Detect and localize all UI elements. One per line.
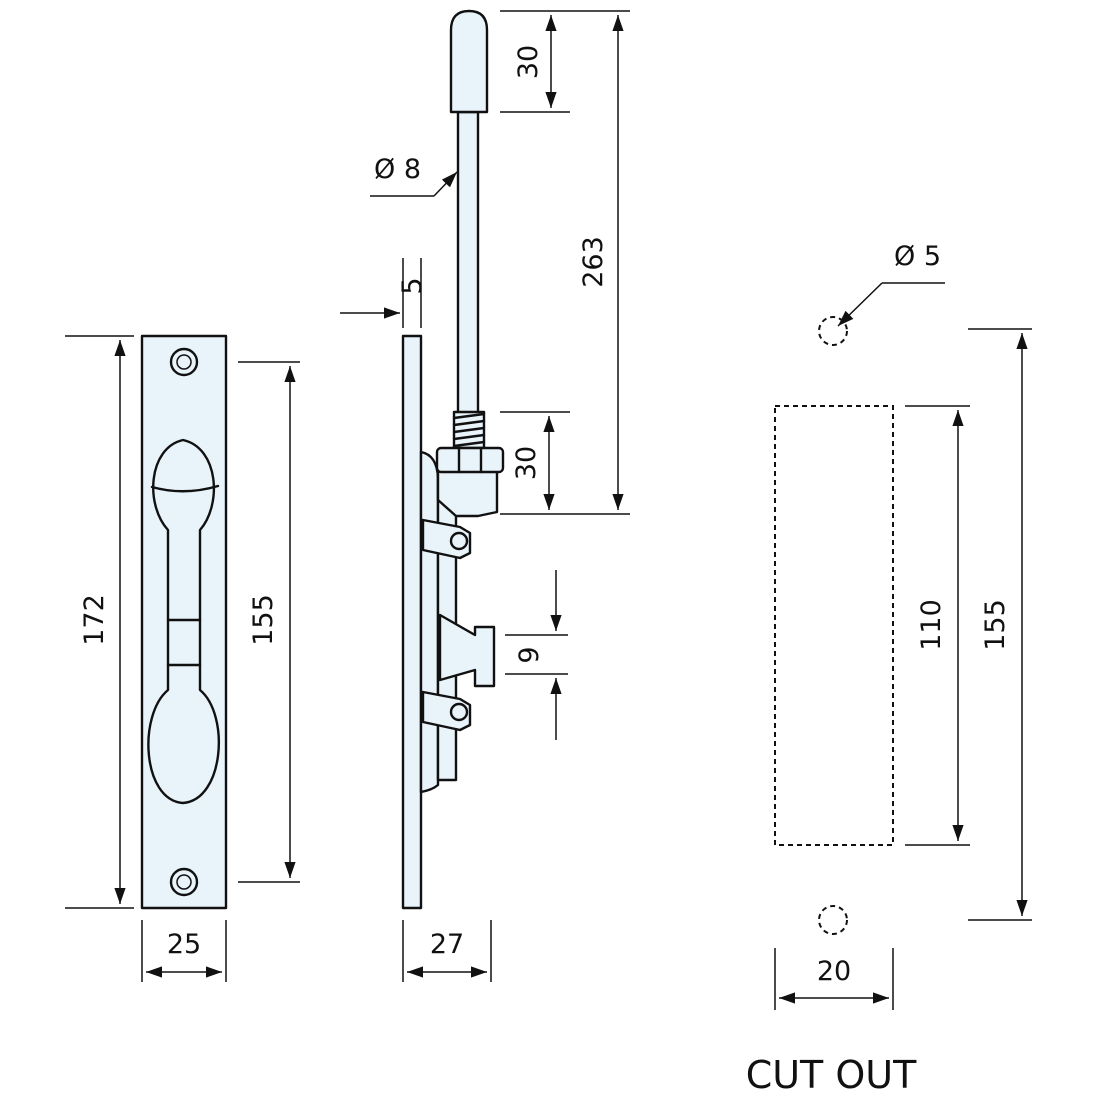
top-screw-icon [169,347,199,377]
hex-nut [435,446,505,474]
dim-front-hole-spacing: 155 [248,594,279,646]
dim-spring-length: 30 [511,446,542,480]
dim-plate-thickness: 5 [397,277,428,294]
cutout-title: CUT OUT [746,1053,917,1097]
latch-bolt [438,613,496,688]
cutout-rect [774,405,894,846]
dim-cutout-height: 110 [916,599,947,651]
dim-knob-length: 30 [513,45,544,79]
front-handle [147,438,220,805]
dim-cutout-width: 20 [817,956,851,987]
rod [456,110,480,416]
dim-side-width: 27 [430,929,464,960]
rod-knob [449,9,489,114]
bottom-screw-icon [169,867,199,897]
dim-rod-total: 263 [578,236,609,288]
bottom-lever [421,690,472,732]
dim-cutout-hole-diameter: Ø 5 [894,241,941,272]
dim-cutout-hole-spacing: 155 [980,599,1011,651]
dim-front-width: 25 [167,929,201,960]
dim-front-height: 172 [79,594,110,646]
cutout-view: Ø 5 110 155 20 CUT OUT [746,241,1032,1097]
spring [452,410,486,450]
front-plate [140,334,228,910]
top-lever [421,518,472,560]
cutout-bottom-hole [818,905,848,935]
dim-rod-diameter: Ø 8 [374,154,421,185]
side-body [419,450,440,794]
cutout-top-hole [818,316,848,346]
side-view: Ø 8 5 27 30 263 30 9 [340,9,630,982]
dim-travel: 9 [514,646,545,663]
side-plate [401,334,423,910]
front-view: 172 155 25 [65,334,300,982]
